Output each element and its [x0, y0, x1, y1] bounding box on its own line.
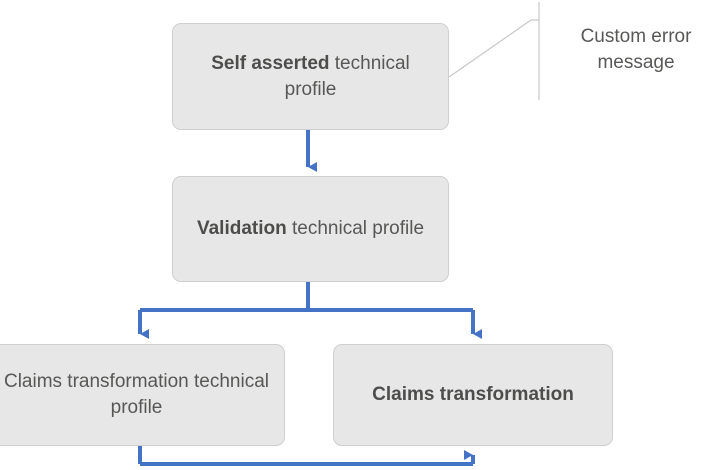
callout-custom-error-message: Custom error message — [556, 24, 716, 76]
node-claims-transformation-technical-profile-label: Claims transformation technical profile — [3, 371, 270, 418]
node-self-asserted-label-rest: technical profile — [284, 52, 410, 100]
node-self-asserted-label-lead: Self asserted — [211, 52, 330, 74]
node-self-asserted-label: Self asserted technical profile — [183, 51, 438, 103]
node-validation-label-rest: technical profile — [286, 218, 425, 240]
node-claims-transformation-label: Claims transformation — [372, 382, 574, 408]
node-self-asserted-technical-profile[interactable]: Self asserted technical profile — [172, 23, 449, 130]
node-claims-transformation-technical-profile[interactable]: Claims transformation technical profile — [0, 344, 285, 446]
callout-line-2: message — [597, 51, 675, 73]
node-claims-transformation-label-lead: Claims transformation — [372, 384, 574, 406]
arrow-validation-branch — [138, 282, 482, 339]
callout-line-1: Custom error — [580, 26, 692, 47]
callout-leader-line — [448, 2, 540, 100]
node-validation-label-lead: Validation — [196, 218, 287, 240]
arrow-claims-loop-back — [138, 446, 475, 466]
node-validation-label: Validation technical profile — [197, 216, 424, 242]
node-validation-technical-profile[interactable]: Validation technical profile — [172, 176, 449, 282]
node-claims-transformation[interactable]: Claims transformation — [333, 344, 613, 446]
